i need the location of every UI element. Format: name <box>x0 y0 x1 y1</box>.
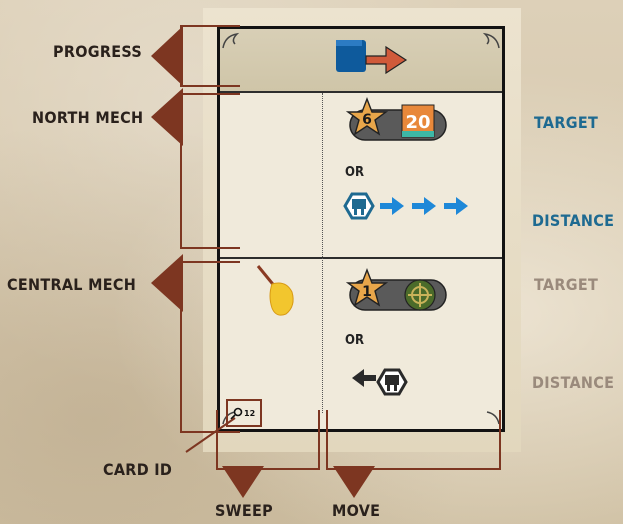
progress-arrow-icon <box>365 45 408 75</box>
central-target-pill <box>345 268 447 311</box>
label-card-id: CARD ID <box>103 460 173 479</box>
card-id-box <box>226 399 262 427</box>
move-bracket <box>326 410 501 470</box>
sweep-pointer-icon <box>222 466 264 498</box>
progress-pointer-icon <box>151 26 183 86</box>
progress-bracket <box>180 25 240 87</box>
broom-icon <box>256 265 294 316</box>
north-target-pill <box>345 97 447 141</box>
central-or-text: OR <box>345 333 364 348</box>
row-divider <box>220 257 502 259</box>
label-central-mech: CENTRAL MECH <box>7 275 137 294</box>
central-robot-icon <box>376 368 408 396</box>
north-pointer-icon <box>151 88 183 146</box>
label-progress: PROGRESS <box>53 42 143 61</box>
column-divider <box>322 93 323 413</box>
north-robot-icon <box>343 192 375 220</box>
label-move: MOVE <box>332 501 381 520</box>
central-pointer-icon <box>151 254 183 312</box>
star-icon <box>345 97 389 136</box>
central-bracket <box>180 261 240 433</box>
north-bracket <box>180 93 240 249</box>
card-id-icon <box>230 407 243 420</box>
label-target-north: TARGET <box>534 113 599 132</box>
label-target-central: TARGET <box>534 275 599 294</box>
move-pointer-icon <box>333 466 375 498</box>
sweep-bracket <box>216 410 320 470</box>
north-star-value: 6 <box>362 112 372 128</box>
label-distance-central: DISTANCE <box>532 373 615 392</box>
card-id-number: 12 <box>244 409 255 418</box>
game-card <box>217 26 505 432</box>
north-target-number: 20 <box>405 112 430 133</box>
progress-cube-icon <box>336 40 366 72</box>
star-icon <box>345 268 389 307</box>
label-sweep: SWEEP <box>215 501 273 520</box>
central-star-value: 1 <box>362 284 372 300</box>
north-arrow-icon <box>380 197 468 215</box>
north-or-text: OR <box>345 165 364 180</box>
label-north-mech: NORTH MECH <box>32 108 144 127</box>
label-distance-north: DISTANCE <box>532 211 615 230</box>
central-arrow-icon <box>352 369 376 387</box>
